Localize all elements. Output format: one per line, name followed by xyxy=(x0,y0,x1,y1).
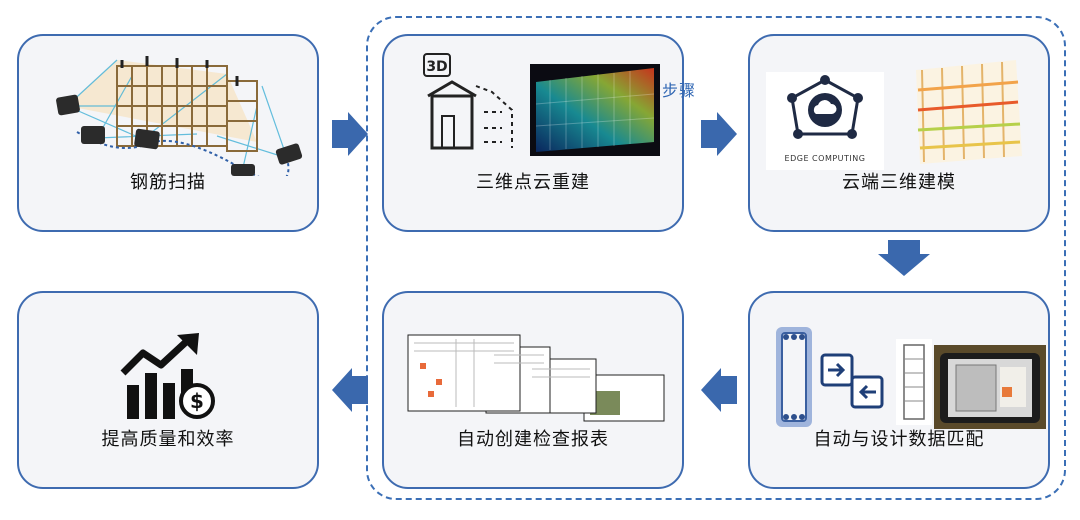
section-drawing-image xyxy=(896,339,932,425)
arrow-left-icon xyxy=(701,368,737,412)
card-rebar-scan: 钢筋扫描 xyxy=(17,34,319,232)
edge-computing-label: EDGE COMPUTING xyxy=(784,154,866,163)
card-improve: $ 提高质量和效率 xyxy=(17,291,319,489)
arrow-right-icon xyxy=(332,112,368,156)
arrow-down-icon xyxy=(878,240,930,276)
compare-arrows-icon xyxy=(820,353,884,409)
3d-building-icon: 3D xyxy=(423,53,513,150)
card-report: 自动创建检查报表 xyxy=(382,291,684,489)
arrow-left-icon xyxy=(332,368,368,412)
card-label-recon: 三维点云重建 xyxy=(476,172,590,193)
svg-text:$: $ xyxy=(190,389,204,413)
edge-computing-logo: EDGE COMPUTING xyxy=(766,72,884,170)
rebar-model-image xyxy=(916,60,1022,164)
card-label-match: 自动与设计数据匹配 xyxy=(813,429,985,450)
column-section-image xyxy=(776,327,812,427)
card-label-improve: 提高质量和效率 xyxy=(101,429,235,450)
card-label-cloud: 云端三维建模 xyxy=(842,172,956,193)
card-label-report: 自动创建检查报表 xyxy=(457,429,609,450)
step-tag: 步骤 xyxy=(662,81,697,100)
card-design-match: 自动与设计数据匹配 xyxy=(748,291,1050,489)
svg-text:3D: 3D xyxy=(426,59,447,75)
tablet-image xyxy=(934,345,1046,429)
card-label-scan: 钢筋扫描 xyxy=(130,172,206,193)
cloud-network-icon xyxy=(787,75,863,139)
card-cloud-modeling: EDGE COMPUTING 云端三维建模 xyxy=(748,34,1050,232)
arrow-right-icon xyxy=(701,112,737,156)
card-point-cloud: 3D 三维点云重建 xyxy=(382,34,684,232)
point-cloud-image xyxy=(530,64,660,156)
report-pages-image xyxy=(407,334,665,422)
workflow-group-border xyxy=(366,16,1066,500)
rebar-scan-illustration xyxy=(56,56,303,176)
growth-chart-dollar-icon: $ xyxy=(120,333,215,419)
